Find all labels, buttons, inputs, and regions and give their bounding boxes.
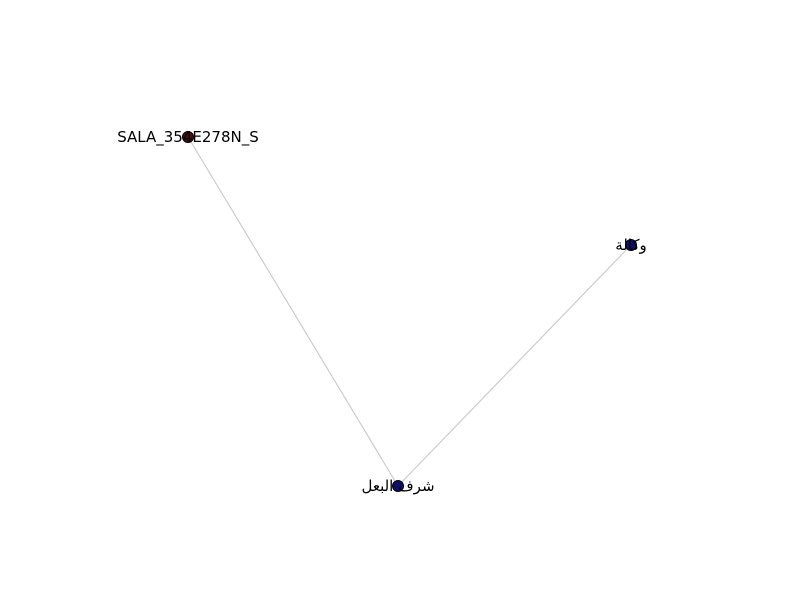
graph-node[interactable]: وكالة (615, 236, 647, 254)
edges-layer (187, 136, 632, 487)
node-label: وكالة (615, 236, 647, 254)
node-label: SALA_354E278N_S (117, 128, 259, 147)
node-label: شرف البعل (361, 477, 434, 495)
nodes-layer: SALA_354E278N_S وكالة شرف البعل (117, 128, 647, 495)
graph-node[interactable]: SALA_354E278N_S (117, 128, 259, 147)
graph-node[interactable]: شرف البعل (361, 477, 434, 495)
edge-n2-n3 (397, 244, 632, 487)
node-marker (392, 480, 404, 492)
node-marker (625, 239, 637, 251)
node-marker (182, 131, 194, 143)
edge-n1-n3 (187, 136, 399, 487)
